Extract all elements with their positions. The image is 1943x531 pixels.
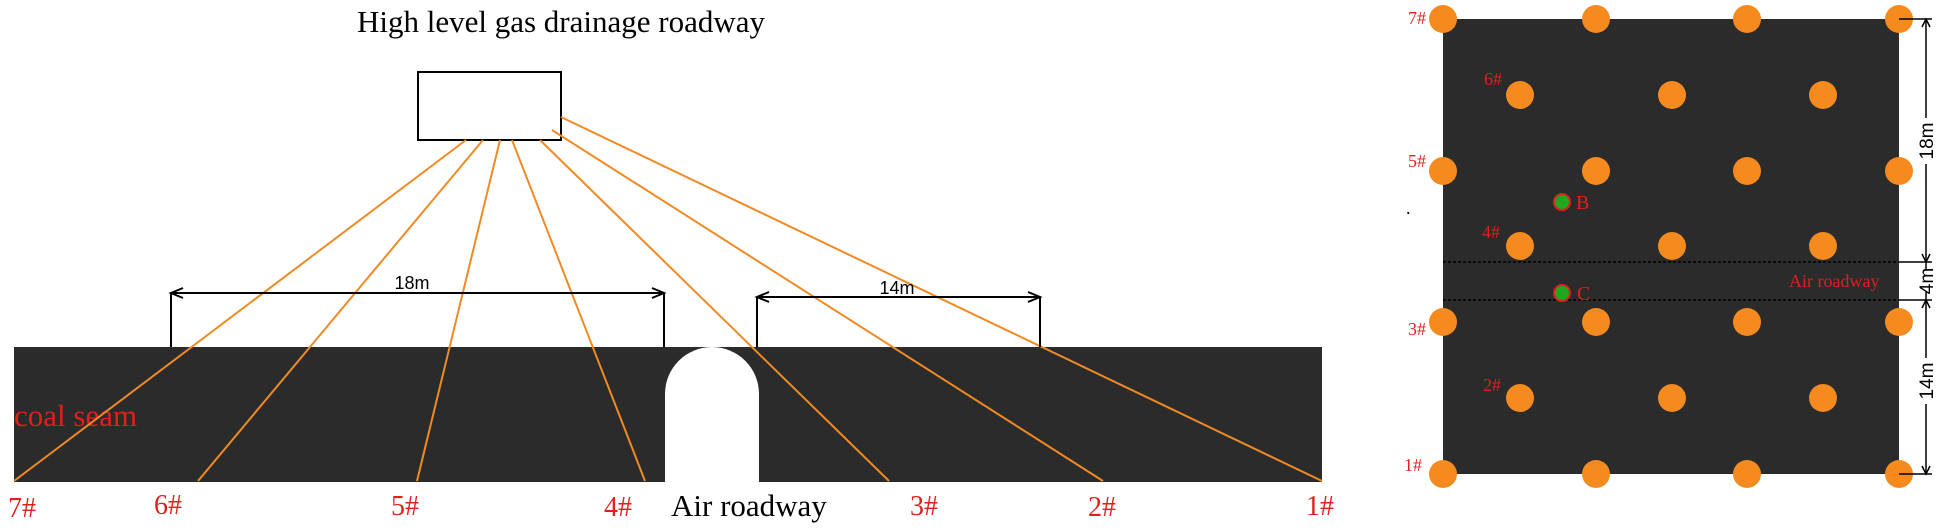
row-label-4: 4# bbox=[1482, 222, 1500, 242]
dot-row6-3 bbox=[1809, 81, 1837, 109]
point-b-marker bbox=[1553, 193, 1571, 211]
borehole-line-5 bbox=[416, 139, 501, 482]
dot-row3-2 bbox=[1582, 308, 1610, 336]
dim-4m-label-bg bbox=[1917, 270, 1935, 292]
dot-row1-1 bbox=[1429, 460, 1457, 488]
borehole-label-4: 4# bbox=[604, 492, 632, 523]
borehole-label-6: 6# bbox=[154, 490, 182, 521]
dot-row1-3 bbox=[1733, 460, 1761, 488]
row-labels: 7# 6# 5# 4# 3# 2# 1# bbox=[1404, 8, 1502, 475]
dot-row4-2 bbox=[1658, 232, 1686, 260]
dot-row5-3 bbox=[1733, 157, 1761, 185]
row-label-2: 2# bbox=[1483, 375, 1501, 395]
borehole-label-1: 1# bbox=[1306, 491, 1334, 522]
dot-row3-4 bbox=[1885, 308, 1913, 336]
dot-row2-3 bbox=[1809, 384, 1837, 412]
dot-row5-1 bbox=[1429, 157, 1457, 185]
left-diagram: High level gas drainage roadway coal sea… bbox=[8, 4, 1334, 524]
dot-row6-1 bbox=[1506, 81, 1534, 109]
dimension-18m bbox=[168, 287, 667, 347]
dot-row5-2 bbox=[1582, 157, 1610, 185]
borehole-line-4 bbox=[511, 139, 646, 482]
dimension-18m-label: 18m bbox=[394, 273, 429, 293]
dot-row7-2 bbox=[1582, 5, 1610, 33]
dimension-14m-label: 14m bbox=[879, 278, 914, 298]
borehole-line-2 bbox=[551, 129, 1104, 482]
borehole-label-2: 2# bbox=[1088, 492, 1116, 523]
borehole-label-3: 3# bbox=[910, 491, 938, 522]
coal-seam bbox=[14, 347, 1322, 482]
dot-row4-3 bbox=[1809, 232, 1837, 260]
borehole-line-1 bbox=[560, 116, 1323, 482]
borehole-line-3 bbox=[539, 139, 890, 482]
dot-row4-1 bbox=[1506, 232, 1534, 260]
dim-18m-label-bg bbox=[1916, 118, 1936, 164]
dot-row6-2 bbox=[1658, 81, 1686, 109]
dim-18m-label: 18m bbox=[1917, 123, 1938, 160]
row-label-5: 5# bbox=[1408, 151, 1426, 171]
borehole-labels: 7# 6# 5# 4# 3# 2# 1# bbox=[8, 490, 1334, 524]
row-label-7: 7# bbox=[1408, 8, 1426, 28]
dot-row7-1 bbox=[1429, 5, 1457, 33]
borehole-line-7 bbox=[13, 139, 467, 482]
borehole-label-7: 7# bbox=[8, 493, 36, 524]
row-label-3: 3# bbox=[1408, 319, 1426, 339]
dim-4m-label: 4m bbox=[1917, 268, 1938, 294]
borehole-lines bbox=[13, 116, 1323, 482]
point-c-marker bbox=[1553, 284, 1571, 302]
dot-row3-3 bbox=[1733, 308, 1761, 336]
dot-row2-2 bbox=[1658, 384, 1686, 412]
dimension-14m bbox=[754, 291, 1043, 347]
dim-14m-label-bg bbox=[1916, 358, 1936, 404]
plan-dimensions bbox=[1899, 17, 1932, 476]
point-b-label: B bbox=[1576, 192, 1589, 214]
dot-row5-4 bbox=[1885, 157, 1913, 185]
dim-14m-label: 14m bbox=[1917, 363, 1938, 400]
right-diagram: Air roadway bbox=[1404, 5, 1938, 488]
drainage-roadway-box bbox=[417, 71, 562, 141]
stray-mark: . bbox=[1406, 198, 1411, 218]
plan-air-roadway-label: Air roadway bbox=[1789, 271, 1879, 291]
diagram-title: High level gas drainage roadway bbox=[357, 4, 766, 39]
row-label-1: 1# bbox=[1404, 455, 1422, 475]
dot-row2-1 bbox=[1506, 384, 1534, 412]
borehole-label-5: 5# bbox=[391, 491, 419, 522]
row-label-6: 6# bbox=[1484, 69, 1502, 89]
dot-row1-2 bbox=[1582, 460, 1610, 488]
dot-row3-1 bbox=[1429, 308, 1457, 336]
air-roadway-label: Air roadway bbox=[671, 488, 827, 523]
borehole-line-6 bbox=[197, 139, 484, 482]
point-c-label: C bbox=[1577, 283, 1590, 305]
dot-row7-3 bbox=[1733, 5, 1761, 33]
